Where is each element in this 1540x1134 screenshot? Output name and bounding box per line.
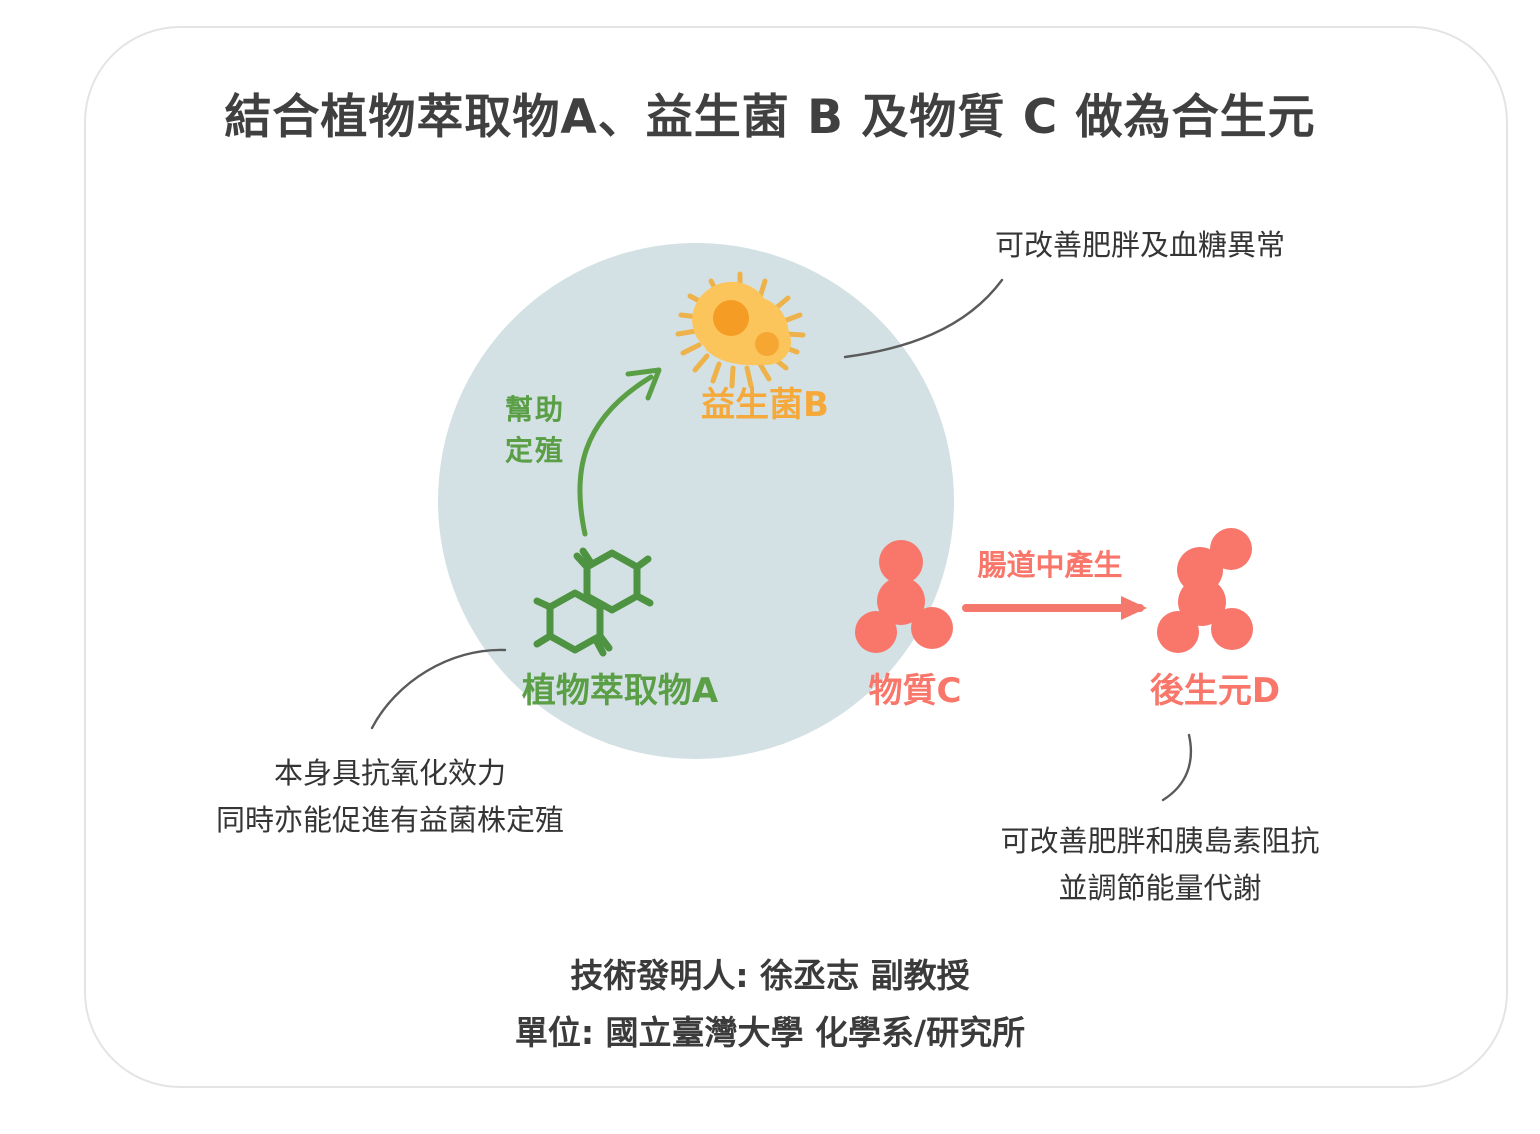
footer-affiliation: 單位: 國立臺灣大學 化學系/研究所: [514, 1012, 1026, 1052]
annotation-plant-extract: 本身具抗氧化效力 同時亦能促進有益菌株定殖: [90, 750, 690, 844]
annotation-probiotic: 可改善肥胖及血糖異常: [880, 222, 1400, 269]
annotation-plant-extract-line1: 本身具抗氧化效力: [273, 756, 506, 790]
node-label-substance-c: 物質C: [868, 671, 962, 711]
flow-label-colonization-line1: 幫助: [504, 393, 565, 426]
annotation-postbiotic-line2: 並調節能量代謝: [1058, 870, 1262, 905]
node-label-postbiotic-d: 後生元D: [1149, 671, 1281, 711]
footer-inventor: 技術發明人: 徐丞志 副教授: [570, 956, 970, 995]
footer-credits: 技術發明人: 徐丞志 副教授 單位: 國立臺灣大學 化學系/研究所: [0, 948, 1540, 1062]
annotation-probiotic-line1: 可改善肥胖及血糖異常: [994, 228, 1285, 262]
flow-label-colonization-line2: 定殖: [504, 433, 565, 467]
node-label-plant-extract: 植物萃取物A: [521, 671, 719, 711]
annotation-postbiotic: 可改善肥胖和胰島素阻抗 並調節能量代謝: [920, 818, 1400, 912]
annotation-plant-extract-line2: 同時亦能促進有益菌株定殖: [215, 802, 564, 837]
annotation-postbiotic-line1: 可改善肥胖和胰島素阻抗: [1000, 824, 1320, 858]
page-title: 結合植物萃取物A、益生菌 B 及物質 C 做為合生元: [224, 90, 1316, 145]
node-label-probiotic: 益生菌B: [701, 385, 829, 425]
flow-label-gut-production: 腸道中產生: [977, 548, 1123, 582]
flow-label-colonization: 幫助 定殖: [470, 390, 600, 471]
